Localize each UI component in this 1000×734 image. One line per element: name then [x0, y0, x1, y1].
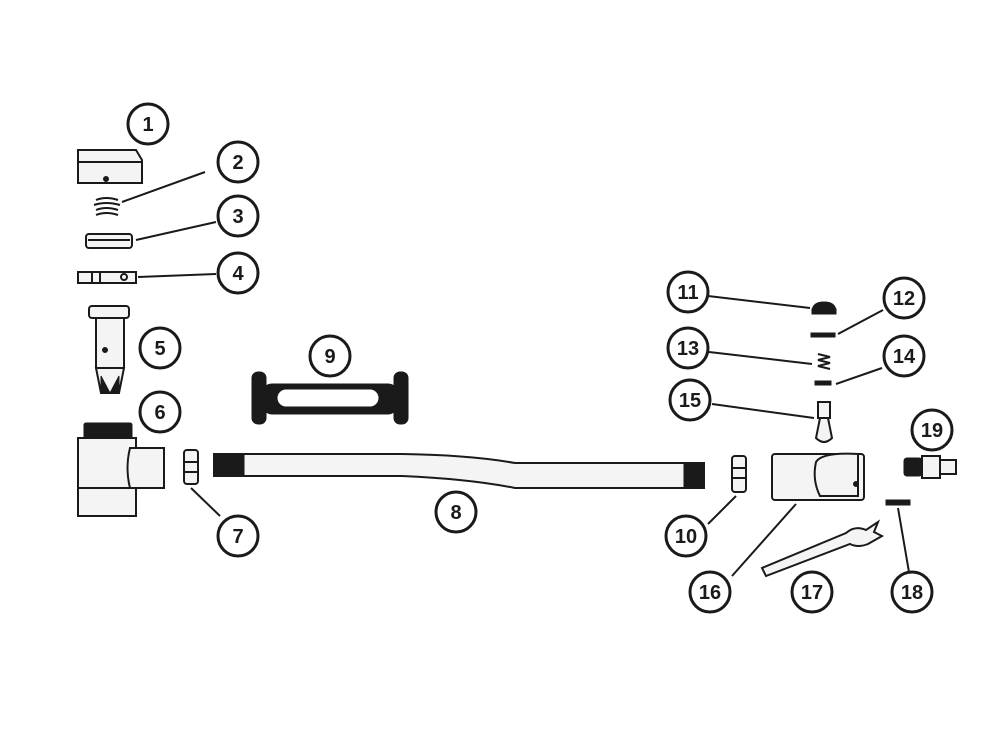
- svg-text:14: 14: [893, 346, 916, 368]
- svg-text:3: 3: [232, 206, 243, 228]
- part-2-spring: [93, 197, 121, 216]
- callout-1: 1: [126, 102, 170, 146]
- callout-14: 14: [882, 334, 926, 378]
- svg-text:6: 6: [154, 402, 165, 424]
- leader-lines: [121, 171, 911, 579]
- part-16-trigger-housing: [771, 452, 865, 501]
- svg-text:8: 8: [450, 502, 461, 524]
- callout-7: 7: [216, 514, 260, 558]
- part-18-ring: [885, 499, 911, 506]
- part-4-pin: [77, 271, 137, 284]
- svg-text:1: 1: [142, 114, 153, 136]
- svg-text:17: 17: [801, 582, 823, 604]
- callout-19: 19: [910, 408, 954, 452]
- part-7-nut: [183, 449, 199, 485]
- callout-5: 5: [138, 326, 182, 370]
- callout-18: 18: [890, 570, 934, 614]
- svg-text:10: 10: [675, 526, 697, 548]
- svg-text:13: 13: [677, 338, 699, 360]
- svg-text:12: 12: [893, 288, 915, 310]
- svg-text:4: 4: [232, 263, 244, 285]
- svg-text:2: 2: [232, 152, 243, 174]
- part-1-cap: [77, 149, 143, 184]
- callout-12: 12: [882, 276, 926, 320]
- svg-text:16: 16: [699, 582, 721, 604]
- callout-10: 10: [664, 514, 708, 558]
- part-19-fitting: [903, 455, 957, 479]
- part-12-ring: [810, 332, 836, 338]
- part-17-wrench: [760, 519, 885, 578]
- svg-text:11: 11: [677, 282, 698, 304]
- svg-text:5: 5: [154, 338, 165, 360]
- part-6-valve-housing: [77, 422, 165, 517]
- part-10-nut: [731, 455, 747, 493]
- svg-text:9: 9: [324, 346, 335, 368]
- part-5-valve-stem: [88, 305, 130, 394]
- callout-9: 9: [308, 334, 352, 378]
- part-8-tube: [213, 453, 705, 489]
- part-11-small-cap: [811, 301, 837, 315]
- callout-11: 11: [666, 270, 710, 314]
- callout-3: 3: [216, 194, 260, 238]
- callout-16: 16: [688, 570, 732, 614]
- part-14-ring: [814, 380, 832, 386]
- callout-13: 13: [666, 326, 710, 370]
- svg-text:18: 18: [901, 582, 923, 604]
- svg-text:7: 7: [232, 526, 243, 548]
- svg-text:15: 15: [679, 390, 701, 412]
- part-13-spring: [817, 353, 831, 370]
- callout-15: 15: [668, 378, 712, 422]
- callout-17: 17: [790, 570, 834, 614]
- part-15-plunger: [814, 401, 834, 443]
- callout-6: 6: [138, 390, 182, 434]
- callout-2: 2: [216, 140, 260, 184]
- callout-8: 8: [434, 490, 478, 534]
- svg-text:19: 19: [921, 420, 943, 442]
- part-9-grip: [251, 371, 409, 425]
- callout-4: 4: [216, 251, 260, 295]
- part-3-washer: [85, 233, 133, 249]
